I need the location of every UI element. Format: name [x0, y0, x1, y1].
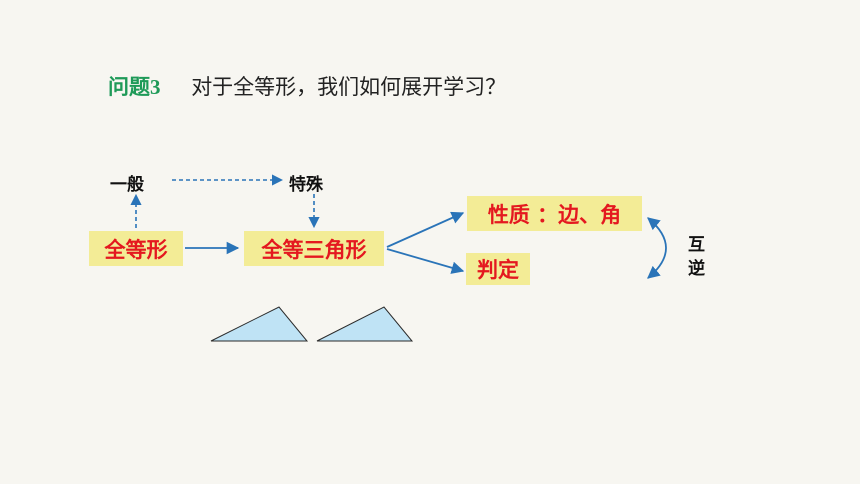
label-special: 特殊 — [289, 175, 323, 195]
arrow-triangles-to-properties — [386, 211, 465, 248]
arrow-triangles-to-criteria — [386, 248, 465, 274]
label-mutual-1: 互 — [688, 235, 705, 255]
triangle-left — [210, 306, 309, 342]
label-general: 一般 — [110, 175, 144, 195]
arrow-mutual-inverse — [647, 217, 667, 279]
box-congruent-triangles: 全等三角形 — [244, 231, 384, 266]
question-label: 问题3 — [108, 75, 161, 99]
label-mutual-2: 逆 — [688, 259, 705, 279]
box-criteria: 判定 — [466, 253, 530, 285]
box-properties: 性质 ：边、角 — [467, 196, 642, 231]
triangle-right — [316, 306, 414, 342]
question-title: 问题3 对于全等形，我们如何展开学习？ — [108, 72, 506, 102]
question-text: 对于全等形，我们如何展开学习？ — [191, 75, 507, 99]
box-congruent-figures: 全等形 — [89, 231, 183, 266]
